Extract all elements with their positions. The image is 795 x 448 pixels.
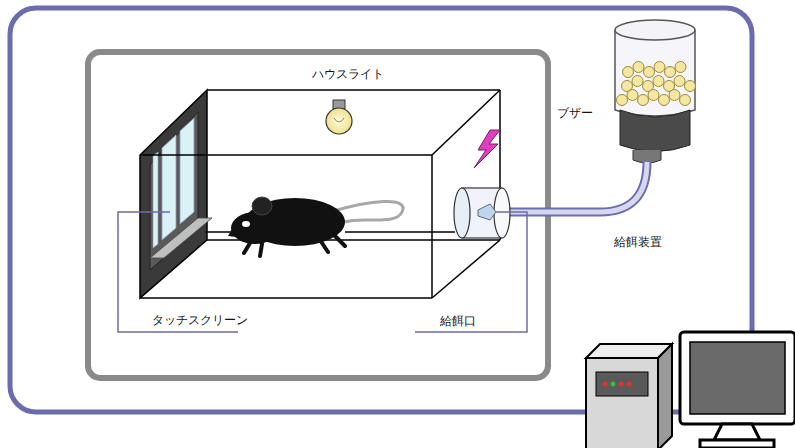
feed-tube xyxy=(500,162,647,212)
chamber-edges xyxy=(140,90,500,298)
pellet xyxy=(648,90,659,101)
mouse xyxy=(228,197,403,256)
buzzer-symbol xyxy=(474,130,500,168)
light-label: ハウスライト xyxy=(310,67,386,81)
pellet xyxy=(627,90,638,101)
pellet xyxy=(654,62,665,73)
screen-pane xyxy=(153,152,158,248)
touchscreen-label: タッチスクリーン xyxy=(150,313,250,327)
pellet xyxy=(638,95,649,106)
pellet xyxy=(675,62,686,73)
pellet xyxy=(669,90,680,101)
pellet xyxy=(623,67,634,78)
screen-ledge xyxy=(150,218,212,258)
pellet xyxy=(674,76,685,87)
feeder xyxy=(615,20,696,163)
chamber-wall xyxy=(140,90,207,298)
pellet xyxy=(680,95,691,106)
feeding-port xyxy=(454,188,510,238)
pellet xyxy=(659,95,670,106)
feeder-label: 給餌装置 xyxy=(612,235,664,249)
pellet xyxy=(653,76,664,87)
pellet xyxy=(665,67,676,78)
port-label: 給餌口 xyxy=(438,314,478,328)
pellet xyxy=(632,76,643,87)
screen-pane xyxy=(180,118,194,224)
outer-frame xyxy=(10,8,752,412)
computer xyxy=(586,332,795,448)
pellet xyxy=(633,62,644,73)
inner-frame xyxy=(88,52,548,378)
pellet xyxy=(644,67,655,78)
leader-line xyxy=(415,212,527,332)
pellet xyxy=(617,95,628,106)
light-bulb xyxy=(326,100,352,134)
guide-line xyxy=(345,231,455,233)
pellet xyxy=(685,81,696,92)
buzzer-label: ブザー xyxy=(555,106,595,120)
feed-tube xyxy=(500,162,647,212)
screen-pane xyxy=(162,135,176,240)
